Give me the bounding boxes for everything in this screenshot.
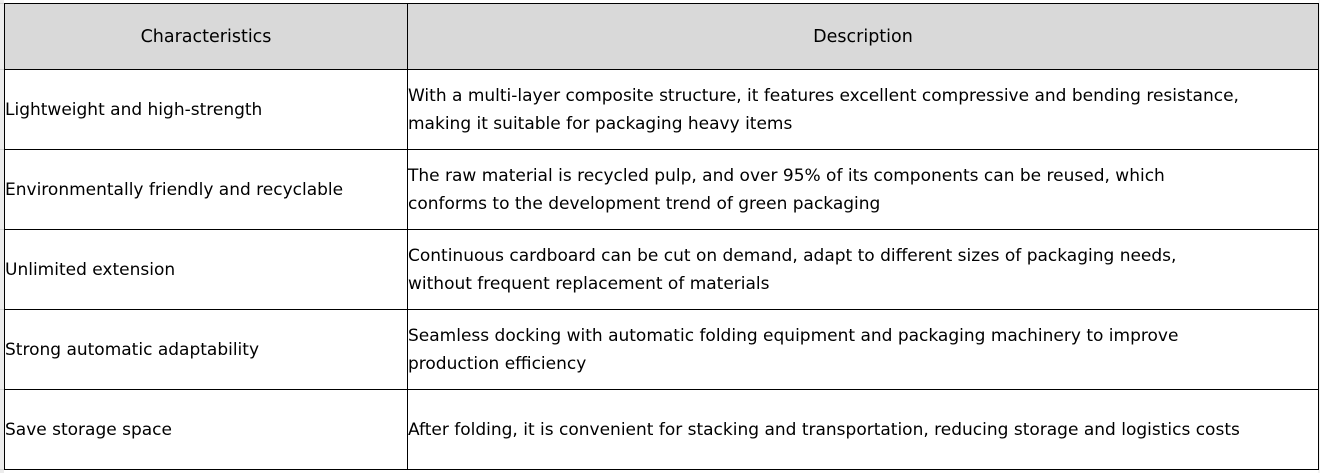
table-row: Environmentally friendly and recyclable … — [4, 149, 1319, 230]
table-row: Unlimited extension Continuous cardboard… — [4, 229, 1319, 310]
description-line: conforms to the development trend of gre… — [408, 193, 881, 214]
characteristic-cell[interactable]: Strong automatic adaptability — [4, 309, 408, 390]
gutter-tick — [0, 389, 4, 390]
gutter-tick — [0, 69, 4, 70]
header-characteristics[interactable]: Characteristics — [4, 3, 408, 70]
gutter-tick — [0, 149, 4, 150]
description-cell[interactable]: After folding, it is convenient for stac… — [407, 389, 1319, 470]
description-line: making it suitable for packaging heavy i… — [408, 113, 793, 134]
description-line: Seamless docking with automatic folding … — [408, 325, 1179, 346]
description-cell[interactable]: Seamless docking with automatic folding … — [407, 309, 1319, 390]
header-description[interactable]: Description — [407, 3, 1319, 70]
row-header-gutter — [0, 0, 4, 473]
characteristic-cell[interactable]: Unlimited extension — [4, 229, 408, 310]
gutter-tick — [0, 229, 4, 230]
gutter-tick — [0, 309, 4, 310]
description-line: With a multi-layer composite structure, … — [408, 85, 1239, 106]
description-line: After folding, it is convenient for stac… — [408, 419, 1240, 440]
characteristics-table: Characteristics Description Lightweight … — [4, 3, 1319, 470]
table-row: Strong automatic adaptability Seamless d… — [4, 309, 1319, 390]
description-line: without frequent replacement of material… — [408, 273, 770, 294]
table-row: Lightweight and high-strength With a mul… — [4, 69, 1319, 150]
description-cell[interactable]: With a multi-layer composite structure, … — [407, 69, 1319, 150]
table-row: Save storage space After folding, it is … — [4, 389, 1319, 470]
characteristic-cell[interactable]: Environmentally friendly and recyclable — [4, 149, 408, 230]
gutter-tick — [0, 469, 4, 470]
description-line: The raw material is recycled pulp, and o… — [408, 165, 1165, 186]
gutter-tick — [0, 3, 4, 4]
header-row: Characteristics Description — [4, 3, 1319, 70]
description-line: production efficiency — [408, 353, 587, 374]
characteristic-cell[interactable]: Lightweight and high-strength — [4, 69, 408, 150]
right-gutter — [1318, 0, 1320, 473]
characteristic-cell[interactable]: Save storage space — [4, 389, 408, 470]
description-cell[interactable]: The raw material is recycled pulp, and o… — [407, 149, 1319, 230]
description-line: Continuous cardboard can be cut on deman… — [408, 245, 1177, 266]
description-cell[interactable]: Continuous cardboard can be cut on deman… — [407, 229, 1319, 310]
